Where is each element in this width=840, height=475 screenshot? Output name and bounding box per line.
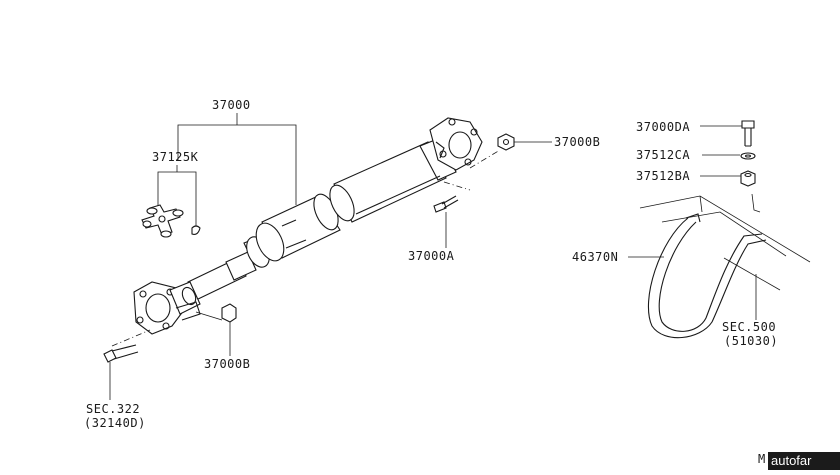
body-floor-frame bbox=[640, 194, 810, 290]
rear-flange-yoke bbox=[134, 282, 200, 334]
bolt-sec322 bbox=[104, 345, 138, 400]
label-37512ca: 37512CA bbox=[636, 148, 691, 162]
watermark: autofar bbox=[768, 452, 840, 470]
washer-37512ca bbox=[702, 153, 755, 159]
label-37512ba: 37512BA bbox=[636, 169, 691, 183]
label-37000a: 37000A bbox=[408, 249, 455, 263]
label-sec500-line1: SEC.500 bbox=[722, 320, 777, 334]
label-37000b-rear: 37000B bbox=[204, 357, 251, 371]
nut-37512ba bbox=[700, 171, 755, 186]
center-line bbox=[112, 150, 500, 346]
label-37000b-front: 37000B bbox=[554, 135, 601, 149]
label-46370n: 46370N bbox=[572, 250, 619, 264]
leader-37125k bbox=[158, 165, 196, 226]
universal-joint-spider bbox=[142, 205, 200, 237]
nut-37000b-rear bbox=[196, 304, 236, 356]
label-sec322-line2: (32140D) bbox=[84, 416, 146, 430]
front-flange-yoke bbox=[430, 118, 482, 170]
corner-code: M bbox=[758, 452, 766, 466]
leader-37000 bbox=[178, 113, 296, 205]
label-sec500-line2: (51030) bbox=[724, 334, 779, 348]
nut-37000b-front bbox=[498, 134, 552, 150]
strap-46370n bbox=[628, 214, 766, 338]
bolt-37000a bbox=[434, 196, 458, 248]
bolt-37000da bbox=[700, 121, 754, 146]
label-37000da: 37000DA bbox=[636, 120, 691, 134]
label-37125k: 37125K bbox=[152, 150, 199, 164]
rear-shaft-tube bbox=[188, 191, 343, 300]
label-37000: 37000 bbox=[212, 98, 251, 112]
label-sec322-line1: SEC.322 bbox=[86, 402, 141, 416]
